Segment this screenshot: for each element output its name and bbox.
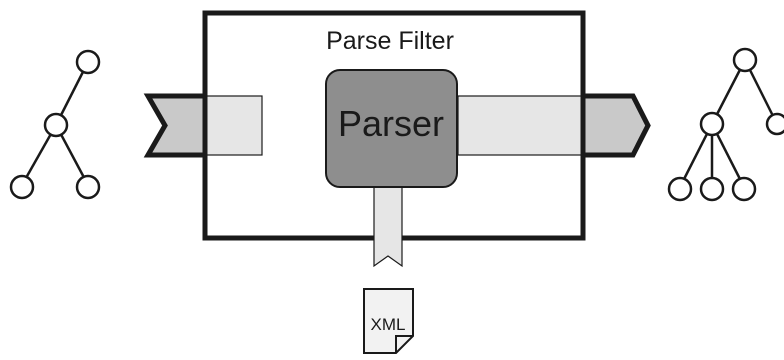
output-pipe <box>457 95 584 156</box>
tree-node <box>765 112 784 136</box>
parse-filter-title: Parse Filter <box>326 27 454 55</box>
document-pipe <box>373 186 403 268</box>
tree-node <box>75 174 101 200</box>
tree-node <box>43 112 69 138</box>
output-tree <box>667 47 784 202</box>
input-arrow <box>143 93 208 158</box>
parser-label: Parser <box>338 103 444 144</box>
input-pipe <box>204 95 263 156</box>
output-arrow <box>580 93 651 158</box>
tree-node <box>667 176 693 202</box>
tree-node <box>732 47 758 73</box>
xml-label: XML <box>371 315 406 334</box>
tree-node <box>699 176 725 202</box>
tree-node <box>75 49 101 75</box>
tree-node <box>699 111 725 137</box>
input-tree <box>9 49 101 200</box>
tree-node <box>731 176 757 202</box>
tree-node <box>9 174 35 200</box>
parser-box <box>325 69 458 188</box>
document-fold-icon <box>395 335 413 353</box>
